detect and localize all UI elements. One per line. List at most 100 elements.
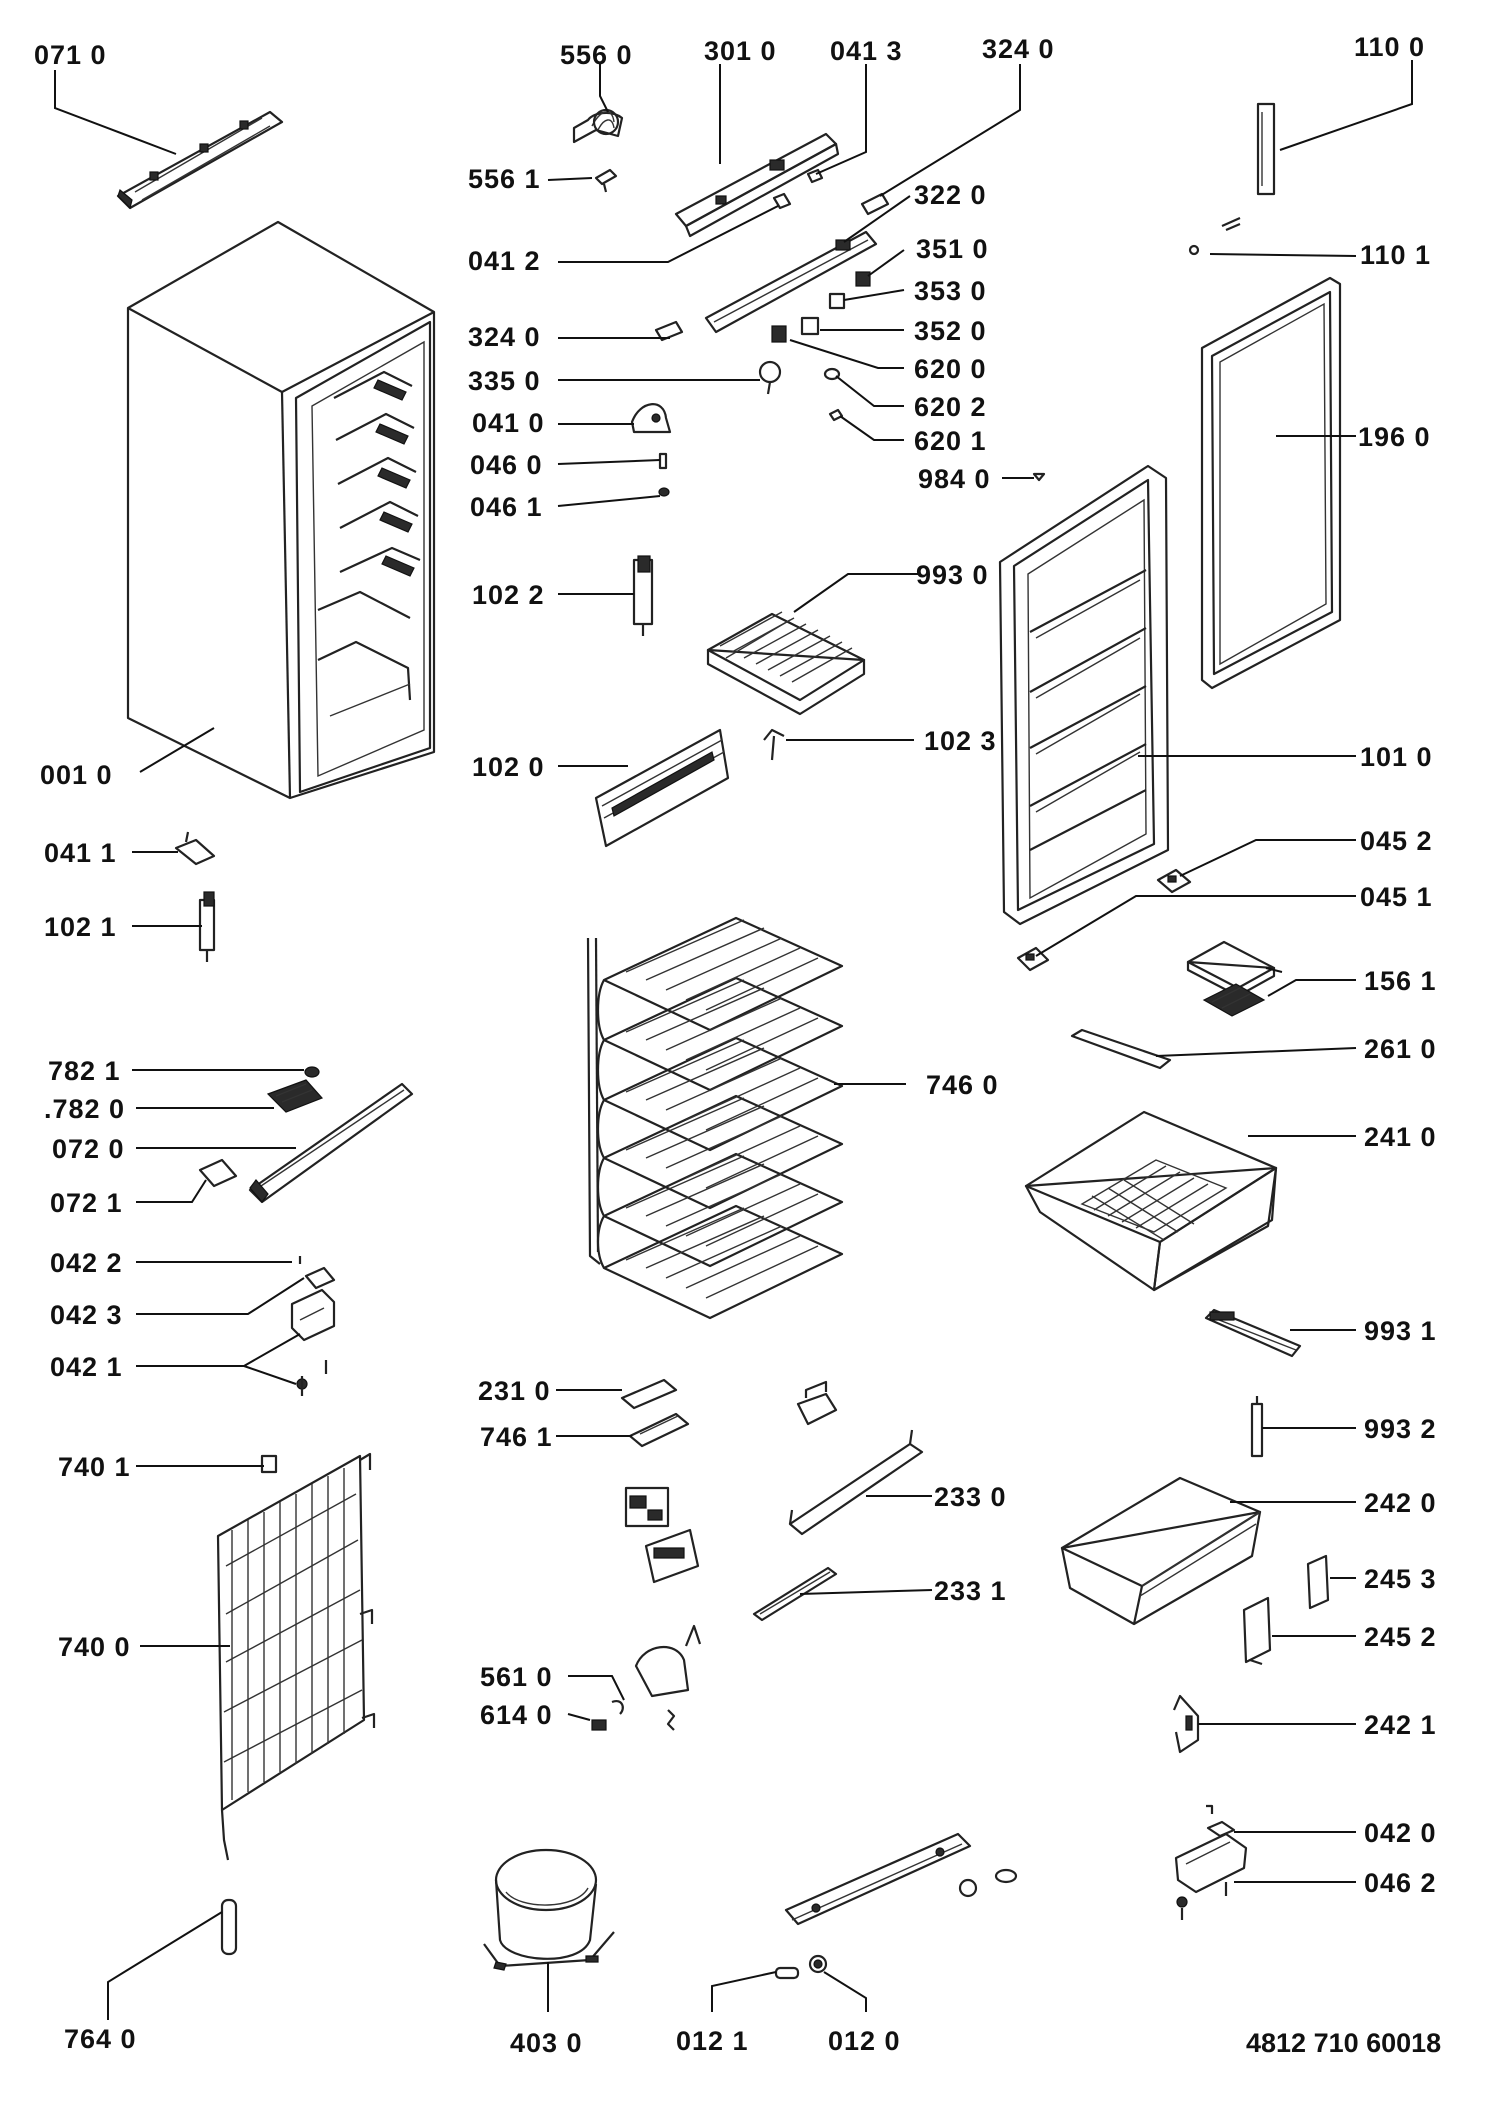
label-2453: 245 3 [1364,1564,1437,1594]
part-2330-drawer-rail [788,1429,924,1536]
part-3350-thermostat-knob [758,360,782,395]
label-1100: 110 0 [1354,32,1425,62]
part-3240-upper-plug [860,192,890,216]
label-0460: 046 0 [470,450,543,480]
label-2330: 233 0 [934,1482,1007,1512]
leader-lines [54,60,1413,2020]
label-0420: 042 0 [1364,1818,1437,1848]
label-3530: 353 0 [914,276,987,306]
part-0410-hinge-bracket [630,403,672,434]
label-2331: 233 1 [934,1576,1007,1606]
part-7401-clip [260,1454,278,1474]
label-0413: 041 3 [830,36,903,66]
label-0010: 001 0 [40,760,113,790]
part-0460-pin [658,452,668,470]
part-2453-label [1306,1554,1330,1610]
part-0010-cabinet [126,220,436,800]
label-0410: 041 0 [472,408,545,438]
part-3240-lower-plug [654,320,684,342]
label-1022: 102 2 [472,580,545,610]
part-0411-bracket [174,831,216,866]
label-3220: 322 0 [914,180,987,210]
part-7821-cap [304,1066,320,1078]
label-1010: 101 0 [1360,742,1433,772]
part-3220-light-cover [704,230,878,334]
label-7460: 746 0 [926,1070,999,1100]
part-0420-hinge [1174,1804,1248,1920]
part-0121-foot-screw [774,1966,800,1980]
part-2310-clip [620,1378,678,1410]
part-7460-evaporator-shelves [586,916,844,1320]
part-9930-ice-tray [706,611,866,716]
part-thermistor-box [644,1528,700,1584]
part-0120-foot [808,1954,828,1974]
part-0461-cap [658,487,670,497]
label-0461: 046 1 [470,492,543,522]
document-number: 4812 710 60018 [1246,2028,1441,2058]
part-0721-clip [198,1158,238,1188]
label-3010: 301 0 [704,36,777,66]
part-relay-block [624,1486,670,1528]
label-3510: 351 0 [916,234,989,264]
label-2610: 261 0 [1364,1034,1437,1064]
label-0423: 042 3 [50,1300,123,1330]
part-2421-drawer-slide [1172,1694,1200,1754]
label-1960: 196 0 [1358,422,1431,452]
label-9840: 984 0 [918,464,991,494]
part-0412-clip [772,192,792,210]
part-6202-bulb [823,367,841,381]
part-7640-drain-tube [220,1898,238,1956]
label-0120: 012 0 [828,2026,901,2056]
part-2410-freezer-drawer [1024,1110,1278,1292]
part-1023-hinge-pin [763,728,785,761]
part-base-plate [784,1832,1018,1926]
label-3520: 352 0 [914,316,987,346]
label-9931: 993 1 [1364,1316,1437,1346]
label-1023: 102 3 [924,726,997,756]
part-0452-door-stop [1156,868,1192,894]
part-0413-clip [806,168,824,184]
label-1101: 110 1 [1360,240,1431,270]
label-9930: 993 0 [916,560,989,590]
part-1022-hinge [632,555,654,636]
part-5561-knob [594,168,618,193]
label-2452: 245 2 [1364,1622,1437,1652]
part-7820-plate [266,1079,324,1113]
label-7820: .782 0 [44,1094,125,1124]
label-0451: 045 1 [1360,882,1433,912]
label-0411: 041 1 [44,838,117,868]
label-7821: 782 1 [48,1056,121,1086]
part-1021-hinge [198,891,216,962]
label-4030: 403 0 [510,2028,583,2058]
part-9932-rail-support [1250,1396,1264,1458]
label-7400: 740 0 [58,1632,131,1662]
label-0412: 041 2 [468,246,541,276]
label-2410: 241 0 [1364,1122,1437,1152]
part-2331-drawer-rail [752,1566,838,1622]
label-5561: 556 1 [468,164,541,194]
part-5610-starter-relay [611,1624,702,1715]
part-5560-thermostat [572,108,624,144]
label-0452: 045 2 [1360,826,1433,856]
label-0421: 042 1 [50,1352,123,1382]
part-2610-strip [1070,1028,1172,1070]
label-0710: 071 0 [34,40,107,70]
part-0710-top-trim [116,110,284,210]
part-1101-screw [1188,244,1200,256]
part-door-switch-housing [796,1380,838,1426]
part-1561-ice-cube-tray [1186,940,1276,1017]
label-1020: 102 0 [472,752,545,782]
part-6201-screw [828,408,844,422]
part-3510-switch [855,271,871,287]
label-5610: 561 0 [480,1662,553,1692]
part-7400-condenser [216,1452,376,1861]
part-9931-rail [1204,1308,1302,1358]
part-3520-lamp-socket [800,316,820,336]
part-3530-switch-button [828,292,846,310]
label-0462: 046 2 [1364,1868,1437,1898]
label-2310: 231 0 [478,1376,551,1406]
part-3010-control-panel [674,132,840,238]
part-labels: 071 0 556 0 301 0 041 3 324 0 110 0 556 … [34,32,1441,2058]
part-2420-lower-drawer [1060,1476,1262,1626]
